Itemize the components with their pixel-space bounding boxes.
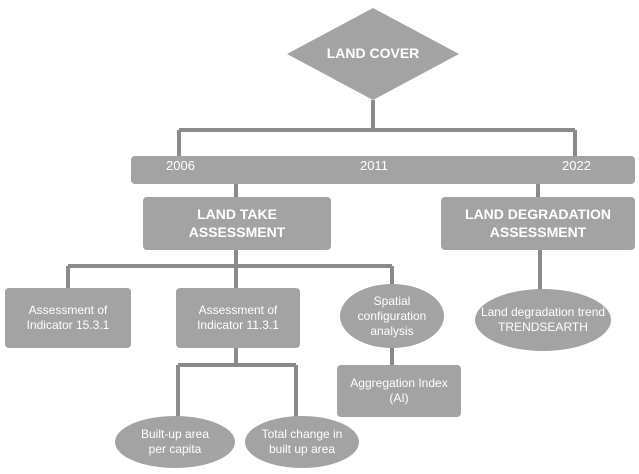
builtup-per-capita-ellipse: Built-up area per capita bbox=[115, 416, 235, 468]
indicator-15-3-1-label: Assessment of Indicator 15.3.1 bbox=[26, 303, 110, 332]
land-cover-label: LAND COVER bbox=[326, 45, 420, 62]
builtup-per-capita-label: Built-up area per capita bbox=[140, 427, 210, 456]
spatial-configuration-ellipse: Spatial configuration analysis bbox=[340, 284, 444, 348]
year-2006: 2006 bbox=[166, 158, 195, 173]
year-2022: 2022 bbox=[562, 158, 591, 173]
land-degradation-assessment-label: LAND DEGRADATION ASSESSMENT bbox=[465, 206, 611, 240]
land-cover-diamond: LAND COVER bbox=[287, 8, 459, 100]
total-change-label: Total change in built up area bbox=[261, 427, 343, 456]
aggregation-index-label: Aggregation Index (AI) bbox=[350, 376, 448, 405]
indicator-11-3-1-label: Assessment of Indicator 11.3.1 bbox=[197, 303, 279, 332]
land-degradation-assessment-box: LAND DEGRADATION ASSESSMENT bbox=[441, 197, 635, 250]
land-degradation-trend-ellipse: Land degradation trend TRENDSEARTH bbox=[475, 289, 611, 351]
land-take-assessment-box: LAND TAKE ASSESSMENT bbox=[143, 197, 331, 250]
spatial-configuration-label: Spatial configuration analysis bbox=[357, 293, 427, 338]
land-take-assessment-label: LAND TAKE ASSESSMENT bbox=[188, 206, 286, 240]
indicator-11-3-1-box: Assessment of Indicator 11.3.1 bbox=[176, 288, 300, 348]
diamond-shape bbox=[287, 8, 459, 100]
timeline-bar bbox=[131, 156, 635, 184]
total-change-ellipse: Total change in built up area bbox=[245, 416, 359, 468]
aggregation-index-box: Aggregation Index (AI) bbox=[337, 365, 461, 417]
indicator-15-3-1-box: Assessment of Indicator 15.3.1 bbox=[5, 288, 131, 348]
year-2011: 2011 bbox=[360, 158, 388, 173]
land-degradation-trend-label: Land degradation trend TRENDSEARTH bbox=[480, 305, 606, 334]
